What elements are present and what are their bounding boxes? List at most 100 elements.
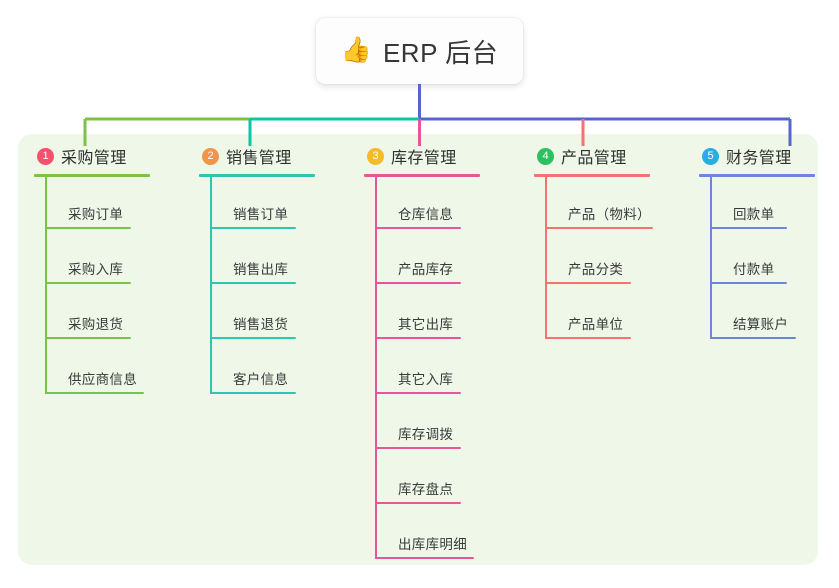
list-item-underline — [46, 282, 131, 284]
list-item[interactable]: 出库库明细 — [376, 507, 480, 562]
root-node-card[interactable]: 👍 ERP 后台 — [316, 18, 523, 84]
list-item-underline — [211, 282, 296, 284]
column-header-4[interactable]: 4 产品管理 — [534, 144, 650, 168]
list-item[interactable]: 供应商信息 — [46, 342, 150, 397]
column-items: 仓库信息产品库存其它出库其它入库库存调拨库存盘点出库库明细 — [364, 177, 480, 562]
list-item-underline — [46, 337, 131, 339]
page-title: ERP 后台 — [382, 37, 499, 68]
column-title: 产品管理 — [561, 150, 627, 167]
column-1: 1 采购管理采购订单采购入库采购退货供应商信息 — [34, 144, 150, 397]
list-item[interactable]: 采购订单 — [46, 177, 150, 232]
list-item[interactable]: 结算账户 — [711, 287, 815, 342]
list-item-underline — [376, 227, 461, 229]
column-header-5[interactable]: 5 财务管理 — [699, 144, 815, 168]
list-item[interactable]: 其它出库 — [376, 287, 480, 342]
list-item[interactable]: 销售退货 — [211, 287, 315, 342]
list-item[interactable]: 其它入库 — [376, 342, 480, 397]
column-2: 2 销售管理销售订单销售出库销售退货客户信息 — [199, 144, 315, 397]
list-item-underline — [711, 227, 787, 229]
number-badge-icon: 1 — [37, 147, 54, 165]
column-items: 产品（物料） 产品分类产品单位 — [534, 177, 653, 342]
list-item-label: 产品（物料） — [568, 207, 651, 222]
list-item-label: 销售订单 — [233, 207, 289, 222]
list-item-label: 采购订单 — [68, 207, 124, 222]
list-item-underline — [376, 447, 461, 449]
list-item[interactable]: 产品库存 — [376, 232, 480, 287]
list-item-label: 产品单位 — [568, 317, 624, 332]
list-item-underline — [376, 392, 461, 394]
list-item-underline — [546, 337, 631, 339]
list-item[interactable]: 销售出库 — [211, 232, 315, 287]
column-title-underline — [364, 174, 480, 177]
column-4: 4 产品管理产品（物料） 产品分类产品单位 — [534, 144, 653, 342]
column-3: 3 库存管理仓库信息产品库存其它出库其它入库库存调拨库存盘点出库库明细 — [364, 144, 480, 562]
column-header-3[interactable]: 3 库存管理 — [364, 144, 480, 168]
list-item[interactable]: 库存调拨 — [376, 397, 480, 452]
column-title-underline — [534, 174, 650, 177]
column-items: 采购订单采购入库采购退货供应商信息 — [34, 177, 150, 397]
list-item-label: 付款单 — [733, 262, 775, 277]
number-badge-icon: 3 — [367, 147, 384, 165]
list-item-label: 库存盘点 — [398, 482, 454, 497]
column-spine — [210, 177, 212, 394]
list-item-underline — [376, 502, 461, 504]
list-item-label: 结算账户 — [733, 317, 789, 332]
column-title-underline — [34, 174, 150, 177]
column-title: 财务管理 — [726, 150, 792, 167]
list-item[interactable]: 客户信息 — [211, 342, 315, 397]
list-item[interactable]: 回款单 — [711, 177, 815, 232]
list-item[interactable]: 销售订单 — [211, 177, 315, 232]
list-item-underline — [46, 392, 144, 394]
list-item-label: 客户信息 — [233, 372, 289, 387]
list-item-label: 采购退货 — [68, 317, 124, 332]
list-item-label: 供应商信息 — [68, 372, 137, 387]
list-item-underline — [546, 227, 653, 229]
column-spine — [375, 177, 377, 559]
list-item-label: 采购入库 — [68, 262, 124, 277]
list-item-label: 产品库存 — [398, 262, 454, 277]
list-item-label: 库存调拨 — [398, 427, 454, 442]
list-item-underline — [376, 557, 474, 559]
list-item-underline — [211, 227, 296, 229]
list-item-label: 仓库信息 — [398, 207, 454, 222]
list-item-underline — [376, 282, 461, 284]
column-5: 5 财务管理回款单付款单结算账户 — [699, 144, 815, 342]
list-item-label: 销售出库 — [233, 262, 289, 277]
column-spine — [545, 177, 547, 339]
list-item[interactable]: 付款单 — [711, 232, 815, 287]
list-item-label: 销售退货 — [233, 317, 289, 332]
list-item-underline — [46, 227, 131, 229]
diagram-panel — [18, 134, 818, 565]
list-item-underline — [546, 282, 631, 284]
list-item-underline — [711, 282, 787, 284]
number-badge-icon: 4 — [537, 147, 554, 165]
column-items: 销售订单销售出库销售退货客户信息 — [199, 177, 315, 397]
list-item-label: 其它出库 — [398, 317, 454, 332]
column-title: 销售管理 — [226, 150, 292, 167]
list-item[interactable]: 库存盘点 — [376, 452, 480, 507]
column-title: 库存管理 — [391, 150, 457, 167]
list-item-underline — [376, 337, 461, 339]
list-item-underline — [711, 337, 796, 339]
column-spine — [710, 177, 712, 339]
list-item[interactable]: 产品单位 — [546, 287, 650, 342]
number-badge-icon: 2 — [202, 147, 219, 165]
list-item[interactable]: 产品分类 — [546, 232, 650, 287]
list-item-label: 产品分类 — [568, 262, 624, 277]
column-header-2[interactable]: 2 销售管理 — [199, 144, 315, 168]
list-item[interactable]: 产品（物料） — [546, 177, 653, 232]
list-item-label: 出库库明细 — [398, 537, 467, 552]
column-title-underline — [199, 174, 315, 177]
list-item[interactable]: 仓库信息 — [376, 177, 480, 232]
column-header-1[interactable]: 1 采购管理 — [34, 144, 150, 168]
list-item-label: 其它入库 — [398, 372, 454, 387]
list-item[interactable]: 采购退货 — [46, 287, 150, 342]
list-item-underline — [211, 337, 296, 339]
list-item[interactable]: 采购入库 — [46, 232, 150, 287]
column-title: 采购管理 — [61, 150, 127, 167]
column-spine — [45, 177, 47, 394]
number-badge-icon: 5 — [702, 147, 719, 165]
list-item-label: 回款单 — [733, 207, 775, 222]
thumbs-up-icon: 👍 — [340, 35, 372, 64]
